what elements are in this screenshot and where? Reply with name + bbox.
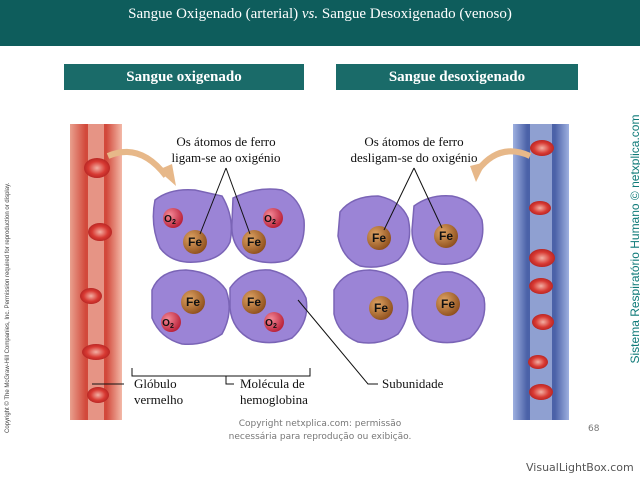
label-iron-bind-line1: Os átomos de ferro [176,134,275,149]
iron-atom-label: Fe [374,301,388,315]
label-molecula-line2: hemoglobina [240,392,308,407]
artery-vessel [70,124,122,420]
arrowhead-right-icon [470,162,486,182]
oxygen-atom-label: O2 [164,214,176,226]
iron-atom-label: Fe [372,231,386,245]
site-credit-vertical: Sistema Respiratório Humano © netxplica.… [628,114,640,364]
label-iron-release-line2: desligam-se do oxigénio [350,150,477,165]
iron-atom-label: Fe [247,235,261,249]
iron-atom-label: Fe [441,297,455,311]
hemoglobin-deoxygenated: Fe Fe Fe Fe [333,194,486,344]
label-globulo-line2: vermelho [134,392,183,407]
subunit-left-br [229,269,308,344]
red-blood-cells-artery [80,158,112,403]
red-blood-cells-vein [528,140,555,400]
label-iron-release-line1: Os átomos de ferro [364,134,463,149]
arrowhead-left-icon [158,164,176,186]
section-deoxygenated-title: Sangue desoxigenado [336,64,578,90]
iron-atom-label: Fe [439,229,453,243]
label-subunidade: Subunidade [382,376,444,391]
leader-lines [92,167,443,385]
watermark: VisualLightBox.com [526,461,634,474]
oxygen-atom-label: O2 [265,318,277,330]
oxygen-atom-label: O2 [264,214,276,226]
section-oxygenated-title: Sangue oxigenado [64,64,304,90]
page-title: Sangue Oxigenado (arterial) vs. Sangue D… [128,6,512,22]
iron-atom-label: Fe [186,295,200,309]
iron-atom-label: Fe [188,235,202,249]
vein-vessel [513,124,569,420]
page-number: 68 [588,424,600,434]
oxygen-atom-label: O2 [162,318,174,330]
footer-copyright: Copyright netxplica.com: permissão neces… [228,419,412,442]
header-bar: Sangue Oxigenado (arterial) vs. Sangue D… [0,0,640,46]
label-molecula-line1: Molécula de [240,376,305,391]
hemoglobin-oxygenated: Fe Fe Fe Fe O2 O2 O2 O2 [151,188,308,346]
label-iron-bind-line2: ligam-se ao oxigénio [171,150,280,165]
copyright-vertical: Copyright © The McGraw-Hill Companies, I… [5,182,11,433]
iron-atom-label: Fe [247,295,261,309]
label-globulo-line1: Glóbulo [134,376,177,391]
subunit-left-tl [152,188,233,263]
